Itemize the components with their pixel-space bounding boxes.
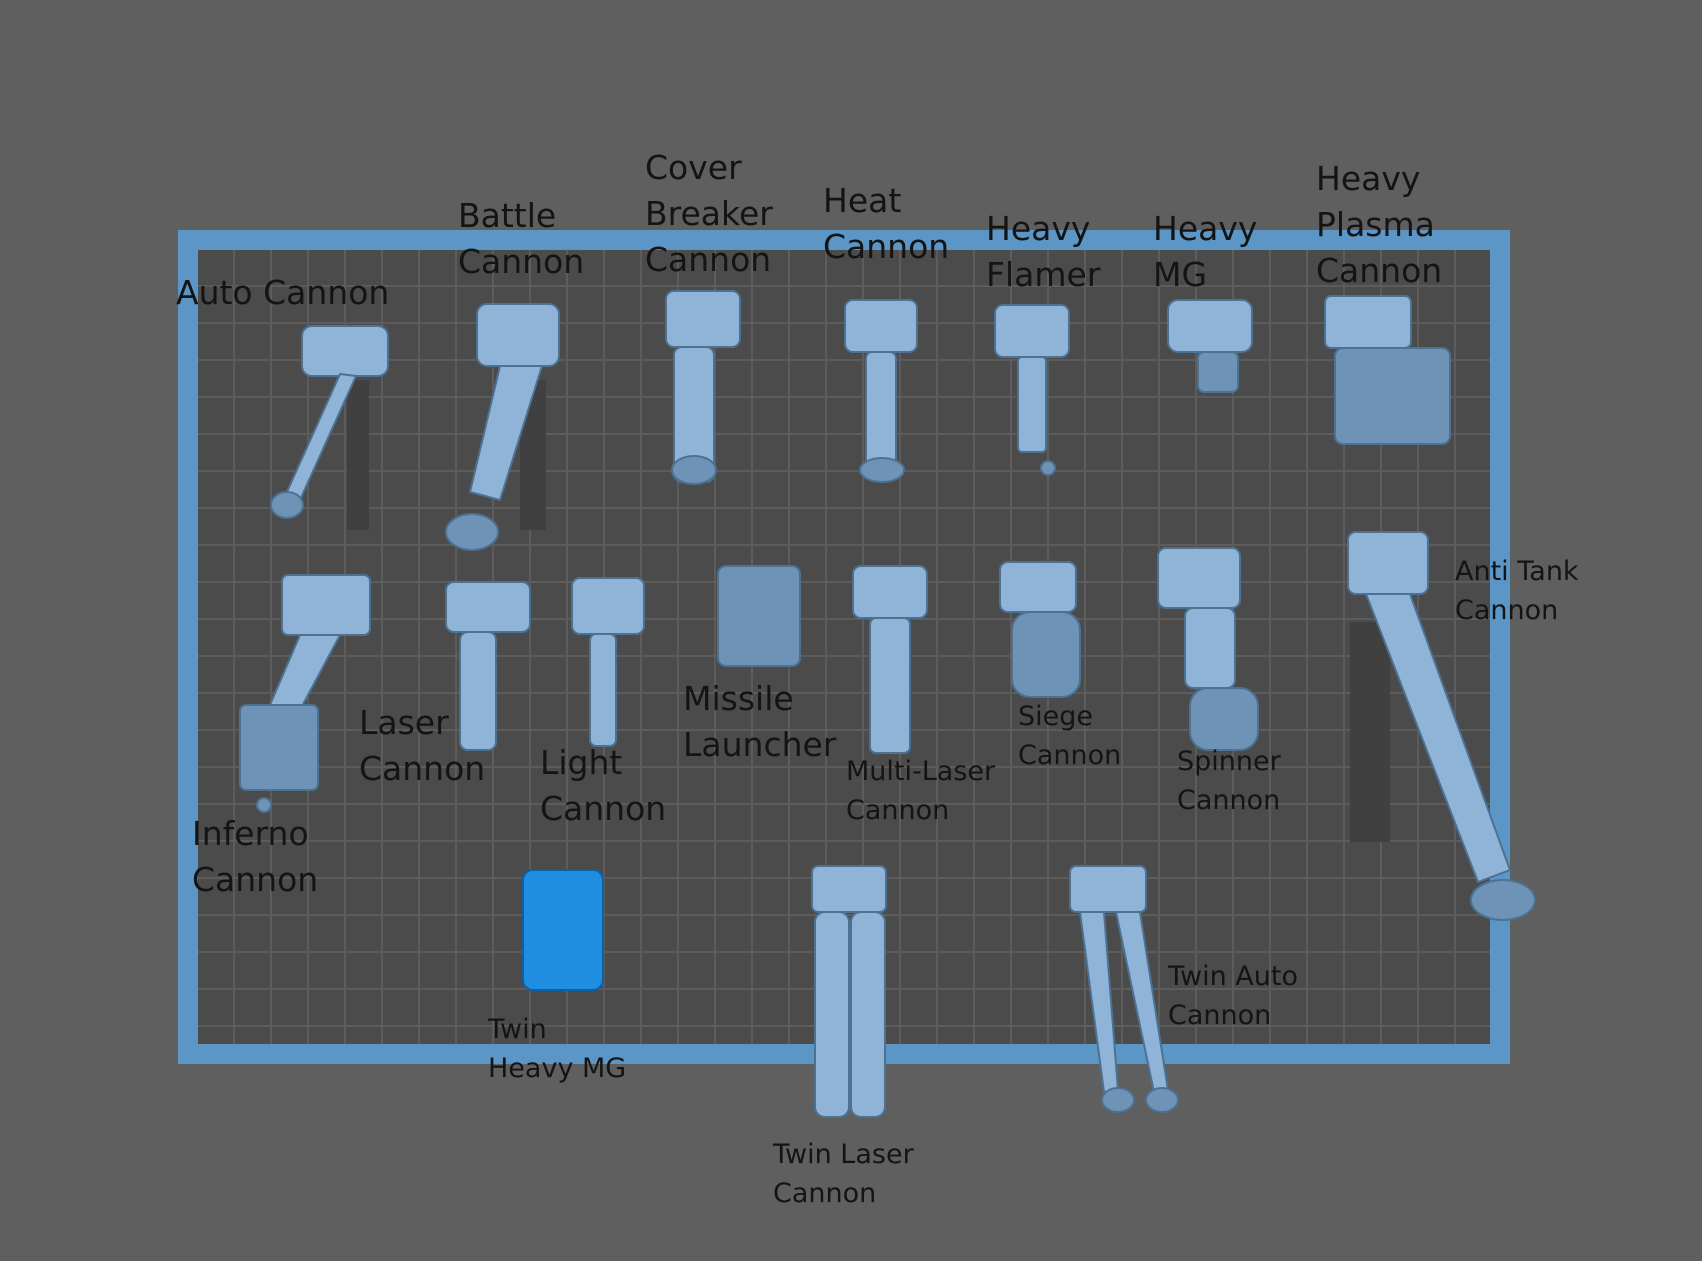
model-anti-tank-cannon[interactable] xyxy=(1347,531,1536,921)
label-heat-cannon: Heat Cannon xyxy=(823,181,950,266)
label-light-cannon: Light Cannon xyxy=(540,743,667,828)
model-laser-cannon[interactable] xyxy=(445,581,531,751)
model-heat-cannon[interactable] xyxy=(844,299,918,483)
label-twin-heavy-mg: Twin Heavy MG xyxy=(488,1014,627,1084)
model-twin-auto-cannon[interactable] xyxy=(1069,865,1179,1113)
label-twin-laser-cannon: Twin Laser Cannon xyxy=(773,1139,914,1209)
label-missile-launcher: Missile Launcher xyxy=(683,679,837,764)
label-siege-cannon: Siege Cannon xyxy=(1018,701,1122,771)
model-cover-breaker-cannon[interactable] xyxy=(665,290,741,485)
model-siege-cannon[interactable] xyxy=(999,561,1081,698)
model-light-cannon[interactable] xyxy=(571,577,645,747)
label-inferno-cannon: Inferno Cannon xyxy=(192,814,319,899)
label-cover-breaker-cannon: Cover Breaker Cannon xyxy=(645,148,773,279)
label-spinner-cannon: Spinner Cannon xyxy=(1177,746,1281,816)
label-twin-auto-cannon: Twin Auto Cannon xyxy=(1168,961,1298,1031)
label-heavy-plasma-cannon: Heavy Plasma Cannon xyxy=(1316,159,1443,290)
label-heavy-flamer: Heavy Flamer xyxy=(986,209,1101,294)
model-heavy-flamer[interactable] xyxy=(994,304,1070,476)
model-heavy-plasma-cannon[interactable] xyxy=(1324,295,1451,445)
build-plate xyxy=(178,230,1510,1064)
label-heavy-mg: Heavy MG xyxy=(1153,209,1258,294)
model-inferno-cannon[interactable] xyxy=(239,574,371,813)
model-heavy-mg[interactable] xyxy=(1167,299,1253,393)
label-laser-cannon: Laser Cannon xyxy=(359,703,486,788)
model-twin-laser-cannon[interactable] xyxy=(811,865,887,1118)
label-multi-laser-cannon: Multi-Laser Cannon xyxy=(846,756,996,826)
model-auto-cannon[interactable] xyxy=(270,325,389,530)
label-auto-cannon: Auto Cannon xyxy=(176,273,390,312)
model-spinner-cannon[interactable] xyxy=(1157,547,1259,751)
label-battle-cannon: Battle Cannon xyxy=(458,196,585,281)
model-multi-laser-cannon[interactable] xyxy=(852,565,928,754)
label-anti-tank-cannon: Anti Tank Cannon xyxy=(1455,556,1579,626)
model-twin-heavy-mg[interactable] xyxy=(522,869,604,991)
model-battle-cannon[interactable] xyxy=(445,303,560,551)
model-missile-launcher[interactable] xyxy=(717,565,801,667)
